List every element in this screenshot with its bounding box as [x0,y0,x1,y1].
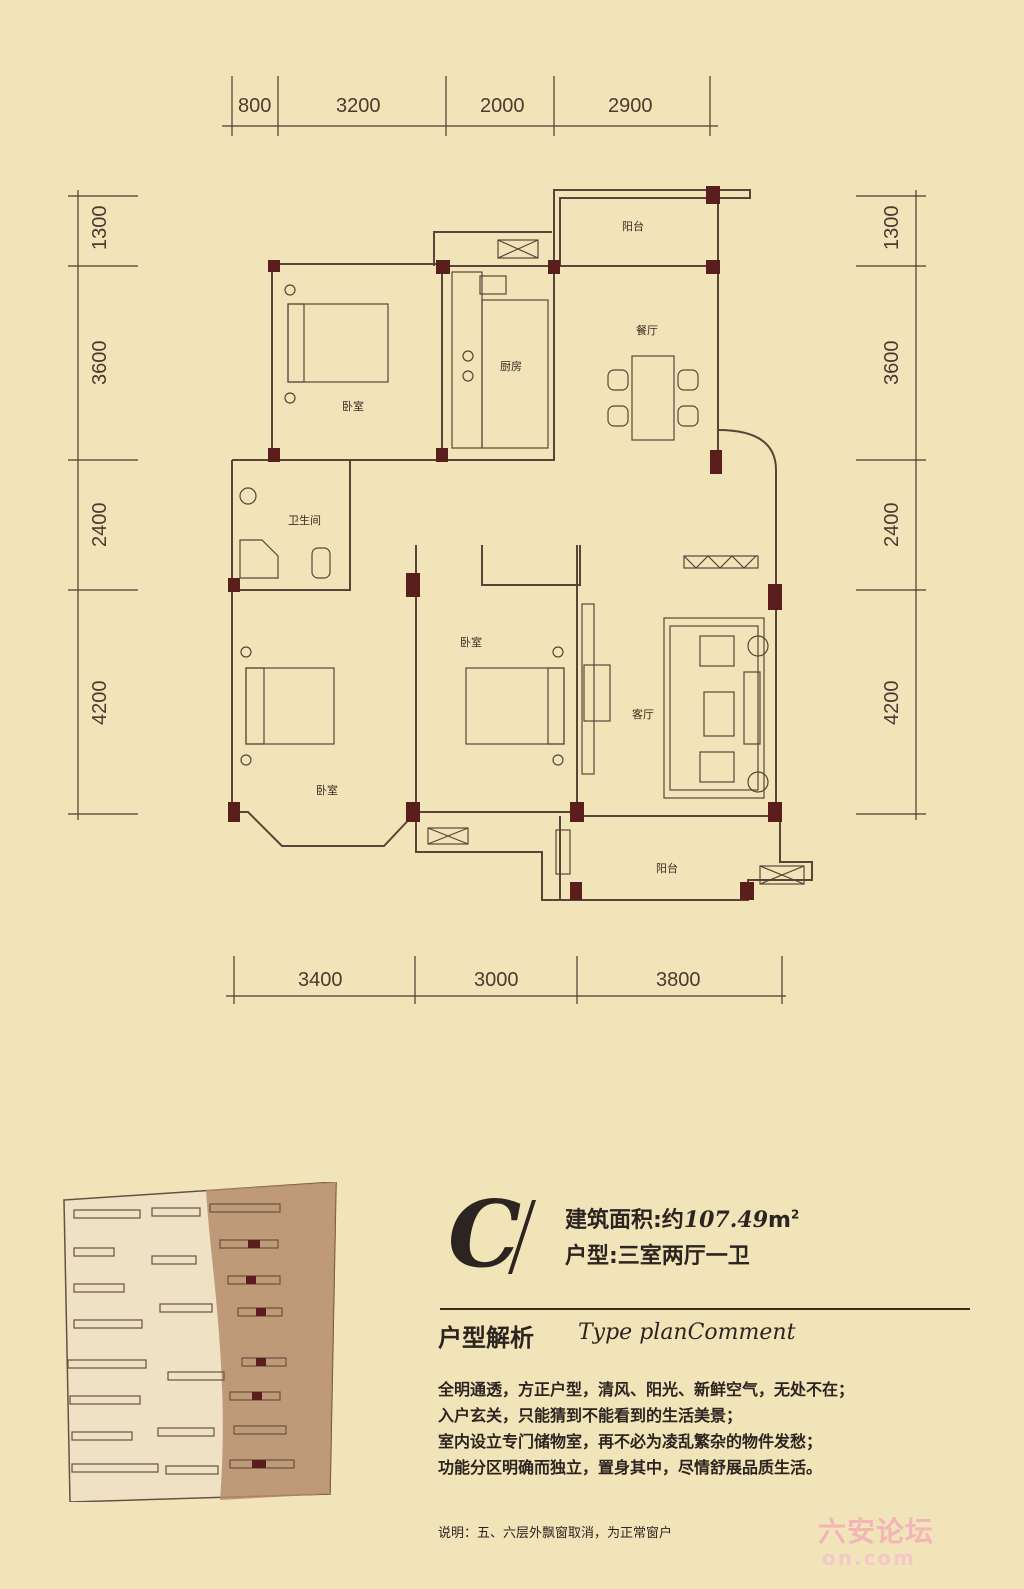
site-plan-thumbnail [63,1182,337,1502]
floor-plan: 800 3200 2000 2900 3400 3000 3800 1300 3… [68,76,926,1004]
dim-top-1: 800 [238,95,271,117]
dim-left-1: 1300 [89,206,111,251]
layout-line: 户型:三室两厅一卫 [565,1244,750,1269]
dim-top-3: 2000 [480,95,525,117]
room-dining: 餐厅 [636,323,658,337]
bathroom-fixtures [239,487,331,579]
top-dimension-lines [222,76,718,136]
room-bedroom-top: 卧室 [342,399,364,413]
watermark-text: 六安论坛 [818,1515,935,1548]
section-divider [440,1308,970,1310]
bed-left [240,646,335,766]
analysis-line-1: 全明通透，方正户型，清风、阳光、新鲜空气，无处不在； [438,1380,855,1399]
area-sup: 2 [790,1207,800,1222]
type-letter: C [448,1180,522,1288]
room-bathroom: 卫生间 [288,513,321,527]
dining-table [607,355,699,441]
dim-right-2: 3600 [881,341,903,386]
analysis-line-3: 室内设立专门储物室，再不必为凌乱繁杂的物件发愁； [438,1432,823,1451]
room-balcony-bottom: 阳台 [656,861,678,875]
analysis-subtitle: Type planComment [578,1320,796,1345]
columns [228,186,782,900]
dim-left-2: 3600 [89,341,111,386]
watermark-domain: on.com [822,1546,917,1570]
wardrobe [581,603,611,775]
analysis-line-4: 功能分区明确而独立，置身其中，尽情舒展品质生活。 [438,1458,823,1477]
room-living: 客厅 [632,707,654,721]
dim-right-3: 2400 [881,503,903,548]
dim-right-1: 1300 [881,206,903,251]
area-value: 107.49 [683,1207,769,1233]
area-line: 建筑面积:约107.49m2 [565,1202,799,1234]
storage-hatch [683,555,759,569]
note-text: 说明：五、六层外飘窗取消，为正常窗户 [438,1526,673,1541]
right-dimension-lines [856,190,926,820]
room-kitchen: 厨房 [500,360,522,373]
dim-right-4: 4200 [881,681,903,726]
dim-left-3: 2400 [89,503,111,548]
dim-bottom-3: 3800 [656,969,701,991]
area-unit: m [768,1208,791,1233]
bottom-dimension-lines [226,956,786,1004]
analysis-title: 户型解析 [438,1324,534,1352]
analysis-line-2: 入户玄关，只能猜到不能看到的生活美景； [438,1406,743,1425]
kitchen-counter [451,271,549,449]
dim-bottom-2: 3000 [474,969,519,991]
dim-bottom-1: 3400 [298,969,343,991]
room-bedroom-bottom: 卧室 [316,783,338,797]
ac-units [427,239,805,885]
sofa-set [663,617,769,799]
dim-top-2: 3200 [336,95,381,117]
bed-middle [465,646,565,766]
bed-top [284,284,389,404]
room-bedroom-mid: 卧室 [460,635,482,649]
room-balcony-top: 阳台 [622,219,644,233]
left-dimension-lines [68,190,138,820]
dim-left-4: 4200 [89,681,111,726]
dim-top-4: 2900 [608,95,653,117]
area-label: 建筑面积:约 [565,1208,684,1233]
